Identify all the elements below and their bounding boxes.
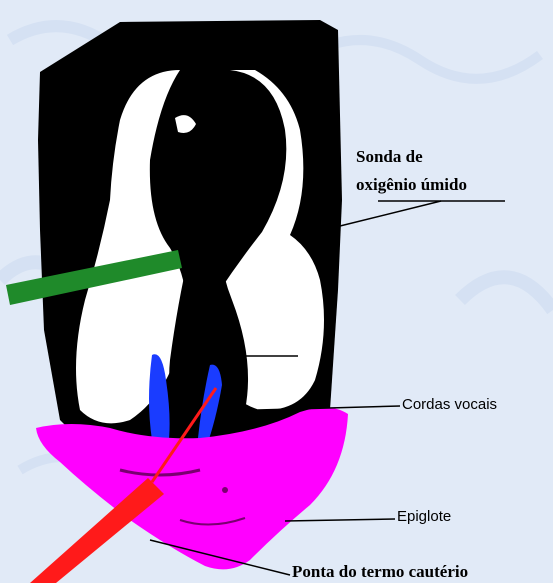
label-epiglote: Epiglote <box>397 508 451 525</box>
label-cordas-vocais: Cordas vocais <box>402 396 497 413</box>
label-sonda-line1: Sonda de <box>356 147 423 167</box>
label-sonda-line2: oxigênio úmido <box>356 175 467 195</box>
label-ponta-termo-cauterio: Ponta do termo cautério <box>292 562 468 582</box>
